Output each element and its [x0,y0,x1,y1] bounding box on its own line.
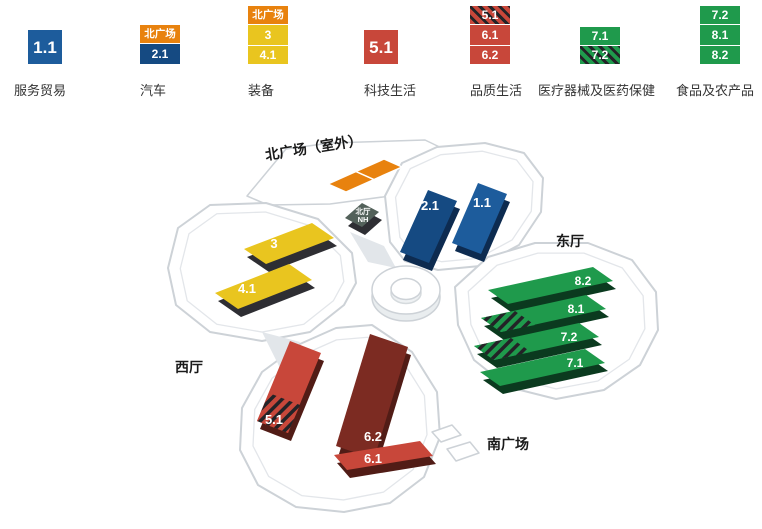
hall-north-nh: 北厅 NH [345,203,382,235]
legend-block: 8.1 [700,25,740,45]
legend-label: 食品及农产品 [676,83,755,98]
hall-2-1-top [400,190,457,263]
leaf-north-inner [394,150,534,263]
plaza-marker [354,158,404,181]
hall-4-1: 4.1 [215,264,315,317]
legend-block: 北广场 [248,6,288,24]
hall-6-2: 6.2 [336,334,411,467]
legend-block: 2.1 [140,44,180,64]
leaf-west [167,202,357,342]
ring-hole [390,277,422,301]
east-hall-label: 东厅 [556,233,584,249]
hall-7-2-label: 7.2 [561,330,578,344]
leaf-west-inner [179,211,345,333]
legend-block: 5.1 [364,30,398,64]
hall-2-1: 2.1 [400,190,460,271]
hall-8-2-label: 8.2 [575,274,592,288]
legend-label: 服务贸易 [14,83,67,98]
hall-8-1: 8.1 [481,295,609,340]
legend-item-auto: 北广场 2.1 汽车 [140,0,180,99]
hall-1-1-top [452,183,507,254]
legend-label: 医疗器械及医药保健 [538,83,656,98]
south-plaza-structure [431,424,462,443]
legend-item-food: 7.2 8.1 8.2 食品及农产品 [676,0,754,99]
legend-block: 1.1 [28,30,62,64]
hall-4-1-label: 4.1 [238,281,256,296]
hall-8-1-label: 8.1 [568,302,585,316]
legend-item-medical: 7.1 7.2 医疗器械及医药保健 [538,0,655,99]
legend-block: 6.2 [470,46,510,64]
legend-label: 装备 [248,83,275,98]
hall-7-2-hatch [474,338,531,360]
hall-6-1-top [334,441,433,470]
central-ring [371,265,441,322]
hall-6-1-label: 6.1 [364,451,382,466]
legend-block: 8.2 [700,46,740,64]
hall-1-1: 1.1 [452,183,510,262]
legend: 1.1 服务贸易 北广场 2.1 汽车 北广场 3 4.1 装备 5.1 科技生… [0,0,762,100]
legend-block: 7.2 [700,6,740,24]
hall-1-1-label: 1.1 [473,195,491,210]
hall-8-2-top [488,267,613,304]
hall-7-1-label: 7.1 [567,356,584,370]
legend-item-tech-life: 5.1 科技生活 [364,0,416,99]
hall-3-label: 3 [270,236,277,251]
hall-6-2-label: 6.2 [364,429,382,444]
legend-block: 5.1 [470,6,510,24]
hall-7-1: 7.1 [480,349,608,394]
south-plaza-label: 南广场 [487,436,529,452]
hall-5-1-label: 5.1 [265,412,283,427]
hall-nh-label: NH [358,215,369,224]
hall-8-1-hatch [481,311,535,332]
hall-6-1: 6.1 [334,441,436,478]
hall-3-top [244,223,334,264]
north-plaza-markers [326,158,404,193]
legend-block: 北广场 [140,25,180,43]
legend-block: 7.2 [580,46,620,64]
hall-5-1: 5.1 [257,341,324,441]
west-hall-label: 西厅 [175,359,203,375]
legend-block: 6.1 [470,25,510,45]
hall-2-1-label: 2.1 [421,198,439,213]
south-plaza-structure [446,441,480,462]
legend-label: 品质生活 [470,83,523,98]
hall-7-1-top [480,349,605,386]
legend-label: 汽车 [140,83,167,98]
hall-6-2-top [336,334,408,459]
legend-block: 3 [248,25,288,45]
legend-label: 科技生活 [364,83,417,98]
legend-item-quality-life: 5.1 6.1 6.2 品质生活 [470,0,522,99]
hall-3: 3 [244,223,337,272]
hall-8-2: 8.2 [488,267,616,312]
legend-item-equipment: 北广场 3 4.1 装备 [248,0,288,99]
hall-nh-label: 北厅 [356,206,371,216]
legend-item-service-trade: 1.1 服务贸易 [14,0,66,99]
hall-4-1-top [215,264,312,309]
legend-block: 7.1 [580,27,620,45]
legend-block: 4.1 [248,46,288,64]
roof-shading [350,232,396,268]
hall-7-2: 7.2 [474,323,602,368]
hall-5-1-hatch [257,393,300,433]
hall-nh-top [345,203,379,227]
